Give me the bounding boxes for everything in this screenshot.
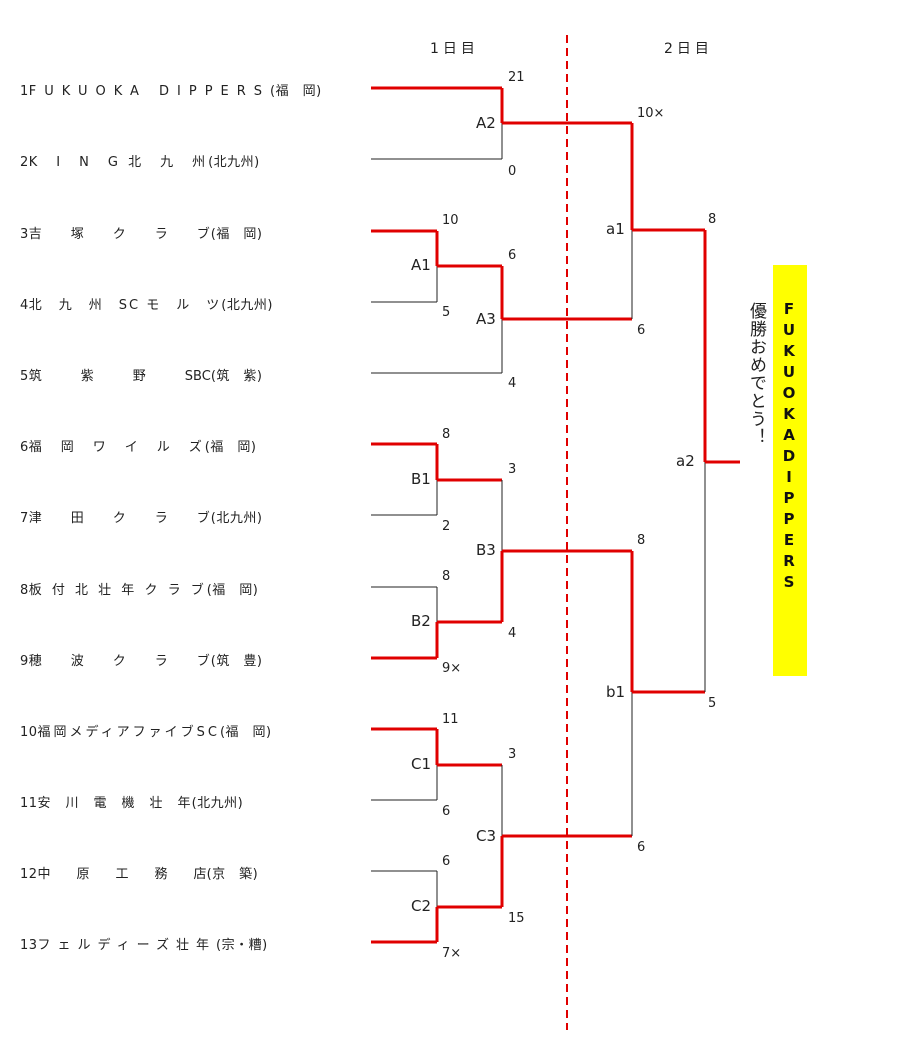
score-b1-bottom: 2 (442, 519, 451, 534)
round2-brackets (500, 88, 632, 907)
score-a2-top: 21 (508, 70, 525, 85)
team-row-10: 10福岡メディアファイブSC(福 岡) (20, 725, 272, 740)
team-row-9: 9穂 波 ク ラ ブ(筑 豊) (20, 654, 263, 669)
score-c2-top: 6 (442, 854, 451, 869)
score-a1-bottom: 5 (442, 305, 451, 320)
score-c3-bottom: 15 (508, 911, 525, 926)
score-a1d-top: 10× (637, 106, 665, 121)
score-b1d-top: 8 (637, 533, 646, 548)
score-a3-top: 6 (508, 248, 517, 263)
match-label-c1: C1 (411, 755, 432, 773)
round1-brackets (435, 231, 502, 942)
match-label-b3: B3 (476, 541, 496, 559)
score-a2d-bottom: 5 (708, 696, 717, 711)
score-a1d-bottom: 6 (637, 323, 646, 338)
score-a2-bottom: 0 (508, 164, 517, 179)
score-b2-bottom: 9× (442, 661, 462, 676)
score-b3-top: 3 (508, 462, 517, 477)
team-row-2: 2K I N G 北 九 州(北九州) (20, 155, 260, 170)
team-row-5: 5筑 紫 野 SBC(筑 紫) (20, 369, 263, 384)
day2-brackets (630, 123, 740, 836)
score-c3-top: 3 (508, 747, 517, 762)
team-row-4: 4北 九 州 SC モ ル ツ(北九州) (20, 298, 273, 313)
match-label-a2-day2: a2 (676, 452, 695, 470)
team-row-11: 11安 川 電 機 壮 年(北九州) (20, 796, 244, 811)
team-row-7: 7津 田 ク ラ ブ(北九州) (20, 511, 263, 526)
congrats-message: 優勝おめでとう！ (746, 302, 766, 446)
score-a2d-top: 8 (708, 212, 717, 227)
day2-header: 2日目 (664, 41, 713, 57)
team-lines (371, 86, 502, 944)
score-c1-bottom: 6 (442, 804, 451, 819)
match-label-b2: B2 (411, 612, 431, 630)
team-row-12: 12中 原 工 務 店(京 築) (20, 867, 259, 882)
score-c2-bottom: 7× (442, 946, 462, 961)
match-label-b1-day2: b1 (606, 683, 626, 701)
match-label-a1-day2: a1 (606, 220, 625, 238)
team-row-6: 6福 岡 ワ イ ル ズ(福 岡) (20, 440, 257, 455)
match-label-c3: C3 (476, 827, 497, 845)
match-label-a2: A2 (476, 114, 496, 132)
team-row-13: 13フェルディーズ壮年(宗・糟) (20, 938, 268, 953)
champion-highlight (773, 265, 807, 676)
match-label-c2: C2 (411, 897, 432, 915)
match-label-b1: B1 (411, 470, 431, 488)
score-a3-bottom: 4 (508, 376, 517, 391)
match-label-a3: A3 (476, 310, 496, 328)
champion-name: FUKUOKADIPPERS (780, 300, 798, 594)
team-row-3: 3吉 塚 ク ラ ブ(福 岡) (20, 227, 263, 242)
score-b3-bottom: 4 (508, 626, 517, 641)
score-c1-top: 11 (442, 712, 459, 727)
team-row-8: 8板 付 北 壮 年 ク ラ ブ(福 岡) (20, 583, 259, 598)
score-a1-top: 10 (442, 213, 459, 228)
score-b1d-bottom: 6 (637, 840, 646, 855)
team-row-1: 1FUKUOKA DIPPERS(福 岡) (20, 84, 322, 99)
score-b1-top: 8 (442, 427, 451, 442)
score-b2-top: 8 (442, 569, 451, 584)
day1-header: 1日目 (430, 41, 479, 57)
match-label-a1: A1 (411, 256, 431, 274)
